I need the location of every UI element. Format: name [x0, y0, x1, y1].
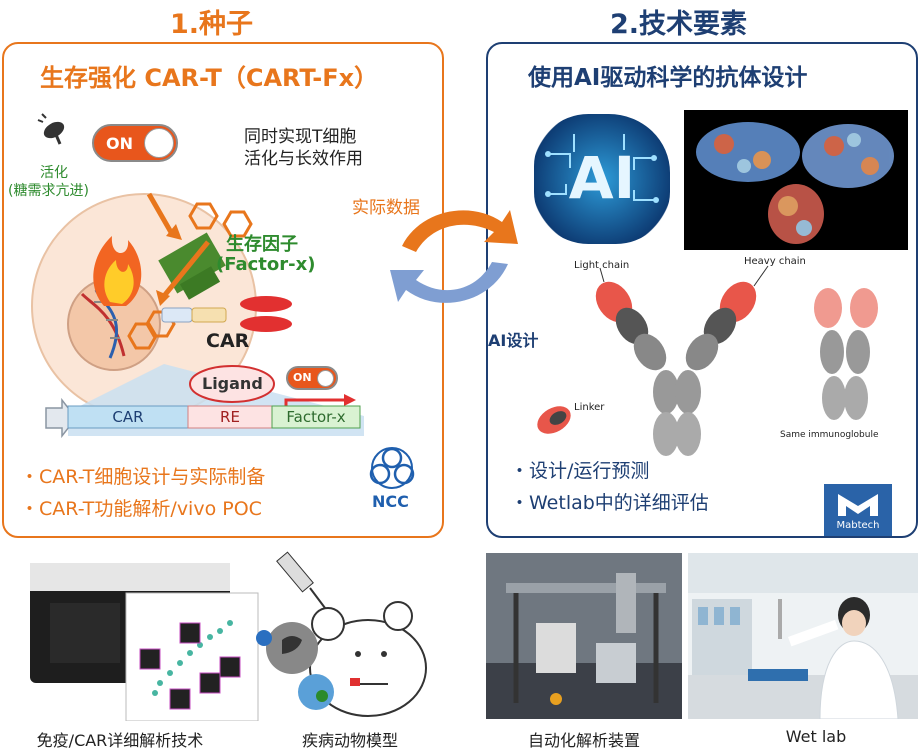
real-data-label: 实际数据 [352, 198, 420, 218]
activation-sub: (糖需求亢进) [8, 183, 89, 199]
tech-bullet-1: ・设计/运行预测 [510, 460, 650, 482]
mabtech-logo: Mabtech [824, 484, 892, 536]
survival-factor: 生存因子 [226, 234, 298, 255]
seed-heading: 1.种子 [170, 9, 254, 40]
construct-factor-x-label: Factor-x [286, 408, 346, 426]
tech-panel: 使用AI驱动科学的抗体设计 AI [486, 42, 918, 538]
ligand-label: Ligand [202, 374, 263, 393]
seed-bullet-2: ・CAR-T功能解析/vivo POC [20, 498, 262, 520]
scientist-figure [788, 597, 899, 719]
tech-title: 使用AI驱动科学的抗体设计 [528, 65, 808, 91]
caption-wet-lab: Wet lab [785, 727, 847, 746]
syringe-icon [276, 551, 329, 613]
factor-x-paren: (Factor-x) [216, 254, 316, 275]
light-chain-label: Light chain [574, 260, 630, 271]
same-immunoglobule-label: Same immunoglobule [780, 430, 879, 440]
mouse-model-illustration [256, 551, 427, 717]
on-switch-2-label: ON [293, 371, 312, 384]
activation-label: 活化 [40, 165, 68, 181]
satellite-dish-icon [37, 113, 65, 145]
seed-title: 生存强化 CAR-T（CART-Fx） [40, 64, 379, 92]
ligand-oval [189, 365, 275, 403]
ai-design-arrow [390, 262, 508, 303]
same-immunoglobule [814, 288, 878, 420]
car-receptor [161, 296, 292, 332]
car-label: CAR [206, 330, 250, 352]
circuit-icon [545, 134, 659, 203]
seed-panel: 生存强化 CAR-T（CART-Fx） [2, 42, 444, 538]
mouse-icon [309, 601, 427, 717]
linker-icon [537, 406, 571, 434]
on-switch-2: ON [286, 366, 338, 390]
cart-diagram [31, 113, 415, 489]
seed-bullet-1: ・CAR-T细胞设计与实际制备 [20, 466, 266, 488]
switch-knob [317, 370, 334, 387]
construct-car-label: CAR [112, 408, 144, 426]
antibody-schematic [537, 265, 878, 456]
mabtech-logo-text: Mabtech [836, 520, 880, 531]
caption-animal-model: 疾病动物模型 [301, 731, 398, 750]
real-data-arrow [402, 210, 518, 252]
tumor-cell-icon [256, 622, 334, 710]
full-antibody [595, 281, 757, 456]
on-switch-1-label: ON [106, 134, 133, 153]
heavy-chain-label: Heavy chain [744, 256, 806, 267]
linker-label: Linker [574, 402, 605, 413]
tech-heading: 2.技术要素 [610, 9, 748, 40]
mabtech-mark-icon [838, 494, 878, 516]
on-switch-1: ON [92, 124, 178, 162]
tech-bullet-2: ・Wetlab中的详细评估 [510, 492, 709, 514]
ncc-logo-text: NCC [372, 492, 409, 511]
flow-cytometer-photo [30, 563, 259, 721]
switch-knob [144, 128, 174, 158]
ncc-logo [369, 447, 415, 489]
automation-photo [486, 553, 682, 719]
ai-brain-image: AI [534, 114, 670, 244]
flame-icon [93, 236, 142, 306]
construct-factor-x [271, 405, 361, 429]
construct-re-label: RE [220, 408, 240, 426]
antibody-protein-image [684, 110, 908, 250]
simultaneous-line2: 活化与长效作用 [244, 149, 363, 169]
caption-immune-analysis: 免疫/CAR详细解析技术 [36, 731, 204, 750]
wet-lab-photo [688, 553, 918, 719]
caption-automation: 自动化解析装置 [527, 731, 640, 750]
ai-design-label: AI设计 [488, 331, 539, 350]
ai-text: AI [568, 144, 636, 212]
simultaneous-line1: 同时实现T细胞 [244, 127, 357, 147]
cycle-arrows [390, 210, 518, 303]
